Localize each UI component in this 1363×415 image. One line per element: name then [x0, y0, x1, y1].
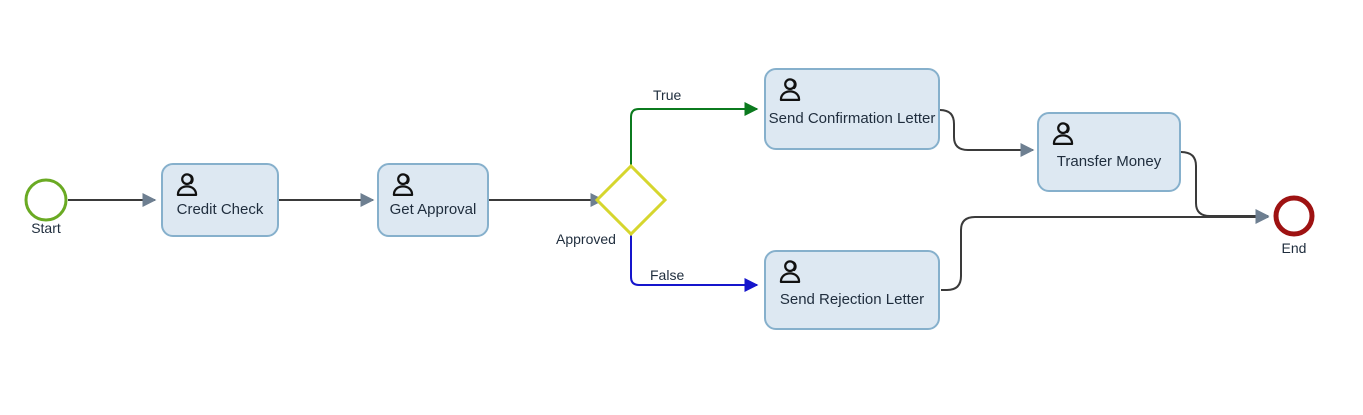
task-credit-check[interactable]: Credit Check — [161, 163, 279, 237]
task-label: Credit Check — [176, 200, 264, 218]
flow-send-rejection-letter-to-end — [941, 210, 1270, 291]
flow-approved-true-to-send-confirmation-letter — [630, 102, 759, 167]
task-send-confirmation-letter[interactable]: Send Confirmation Letter — [764, 68, 940, 150]
task-label: Send Confirmation Letter — [768, 109, 936, 127]
start-event-circle[interactable] — [24, 178, 68, 222]
flow-label-false: False — [650, 267, 685, 283]
user-task-icon — [1049, 120, 1077, 148]
task-label: Transfer Money — [1056, 152, 1162, 170]
end-event-label: End — [1281, 240, 1307, 256]
task-get-approval[interactable]: Get Approval — [377, 163, 489, 237]
user-task-icon — [776, 76, 804, 104]
flow-approved-false-to-send-rejection-letter — [630, 233, 759, 292]
task-send-rejection-letter[interactable]: Send Rejection Letter — [764, 250, 940, 330]
exclusive-gateway-diamond[interactable] — [594, 163, 668, 237]
task-label: Send Rejection Letter — [779, 290, 925, 308]
end-event-circle[interactable] — [1273, 195, 1315, 237]
flow-send-confirmation-letter-to-transfer-money — [939, 109, 1035, 157]
start-event-label: Start — [31, 220, 61, 236]
gateway-label-approved: Approved — [556, 231, 616, 247]
user-task-icon — [173, 171, 201, 199]
user-task-icon — [776, 258, 804, 286]
user-task-icon — [389, 171, 417, 199]
flow-transfer-money-to-end — [1180, 151, 1270, 223]
task-transfer-money[interactable]: Transfer Money — [1037, 112, 1181, 192]
task-label: Get Approval — [389, 200, 477, 218]
flow-label-true: True — [653, 87, 682, 103]
